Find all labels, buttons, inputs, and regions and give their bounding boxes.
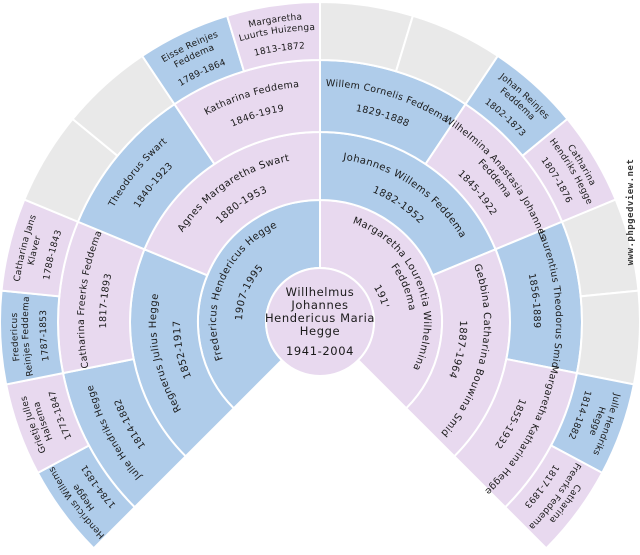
phpgedview-watermark: www.phpgedview.net xyxy=(626,158,636,266)
person-segment-gen4-slot3[interactable] xyxy=(0,289,65,386)
person-segment-gen3-slot7[interactable] xyxy=(494,220,584,375)
center-person-circle[interactable] xyxy=(265,267,375,377)
person-segment-gen4-slot8[interactable] xyxy=(225,0,321,73)
person-segment-gen4-slot16[interactable] xyxy=(503,444,604,550)
empty-ancestor-sector-gen4-14 xyxy=(575,289,640,386)
